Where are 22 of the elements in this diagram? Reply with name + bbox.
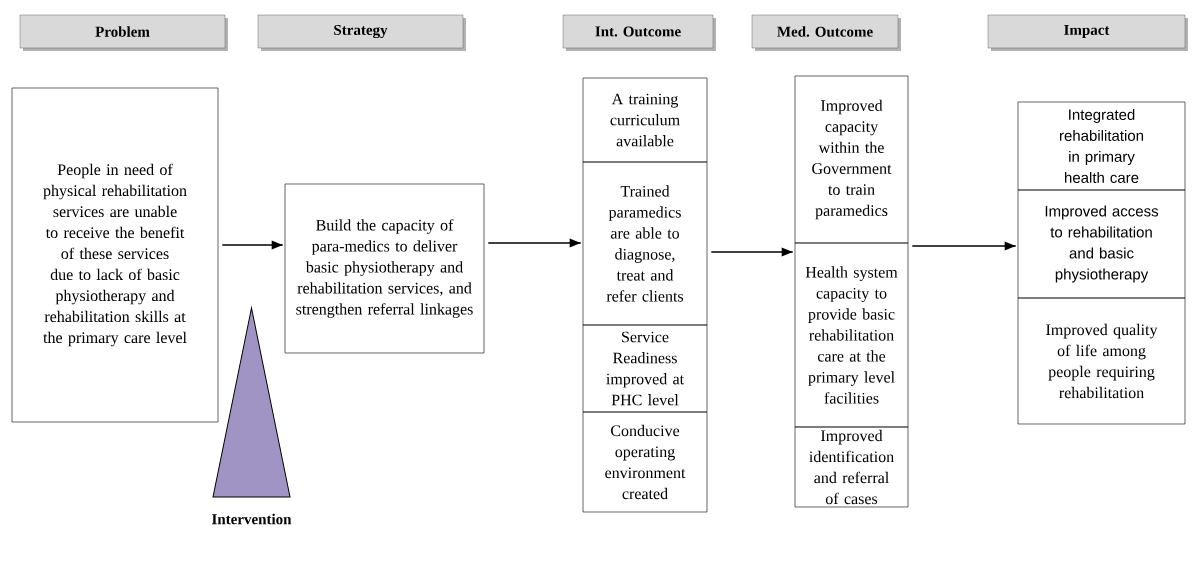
text-box: People in need of physical rehabilitation services are unable to receive the benefit of these services due to lack of basic physiotherapy and rehabilitation skills at the primary care level [11,87,219,423]
text-box: Improved identification and referral of cases [794,426,909,508]
arrow [487,238,582,248]
arrow [911,241,1017,251]
text-box: Trained paramedics are able to diagnose, treat and refer clients [582,161,708,326]
column-header: Problem [19,14,228,51]
text-box: Service Readiness improved at PHC level [582,324,708,413]
text-box: Improved capacity within the Government to train paramedics [794,75,909,244]
column-header: Med. Outcome [751,14,901,51]
arrow [221,240,284,250]
node-label: Intervention [212,513,292,525]
text-box: A training curriculum available [582,77,708,163]
text-box: Improved quality of life among people requiring rehabilitation [1017,297,1186,425]
column-header: Impact [987,14,1188,51]
arrow [710,247,794,257]
text-box: Improved access to rehabilitation and basic physiotherapy [1017,189,1186,299]
column-header: Strategy [257,14,466,51]
column-header: Int. Outcome [562,14,716,51]
text-box: Integrated rehabilitation in primary health care [1017,101,1186,191]
text-box: Build the capacity of para-medics to deliver basic physiotherapy and rehabilitation services, and strengthen referral linkages [284,183,485,354]
text-box: Conducive operating environment created [582,411,708,513]
text-box: Health system capacity to provide basic rehabilitation care at the primary level facilities [794,242,909,428]
